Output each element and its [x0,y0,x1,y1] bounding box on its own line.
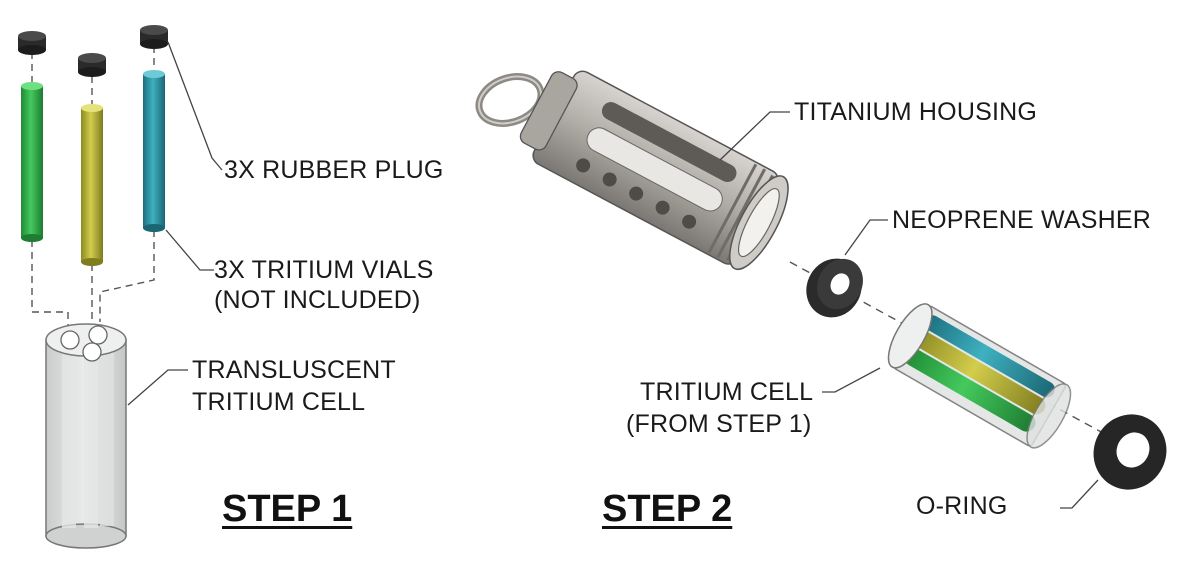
step1-guide-lines [31,46,155,350]
label-not-included: (NOT INCLUDED) [214,286,421,314]
label-from-step-1: (FROM STEP 1) [626,410,812,438]
translucent-cell [45,323,127,549]
vial-yellow [81,104,103,266]
vial-green [21,82,43,242]
rubber-plug-2 [78,53,106,77]
label-rubber-plug: 3X RUBBER PLUG [224,156,444,184]
step1-leaders [127,41,223,406]
step-2-title: STEP 2 [602,488,733,530]
label-tritium-cell: TRITIUM CELL [192,388,366,416]
rubber-plug-3 [140,25,168,49]
titanium-housing [475,70,789,271]
label-o-ring: O-RING [916,492,1008,520]
tritium-vials [21,70,165,266]
label-tritium-cell-step2: TRITIUM CELL [640,378,814,406]
label-neoprene-washer: NEOPRENE WASHER [892,206,1152,234]
tritium-cell-assembled [887,303,1072,449]
step2-leaders [719,111,1099,509]
vial-teal [143,70,165,232]
step-1-title: STEP 1 [222,488,353,530]
rubber-plug-1 [18,31,46,55]
label-transluscent: TRANSLUSCENT [192,356,396,384]
o-ring [1093,414,1167,490]
label-tritium-vials: 3X TRITIUM VIALS [214,256,434,284]
label-titanium-housing: TITANIUM HOUSING [794,98,1038,126]
rubber-plugs [18,25,168,77]
neoprene-washer [806,258,863,318]
